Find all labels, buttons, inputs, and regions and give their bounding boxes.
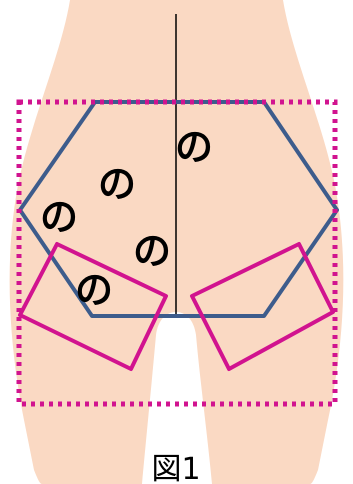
no-mark-2: の [98,162,136,206]
figure-caption: 図1 [151,452,200,484]
no-mark-5: の [75,268,113,312]
no-mark-4: の [133,229,171,273]
no-mark-1: の [175,125,213,169]
no-mark-3: の [40,195,78,239]
